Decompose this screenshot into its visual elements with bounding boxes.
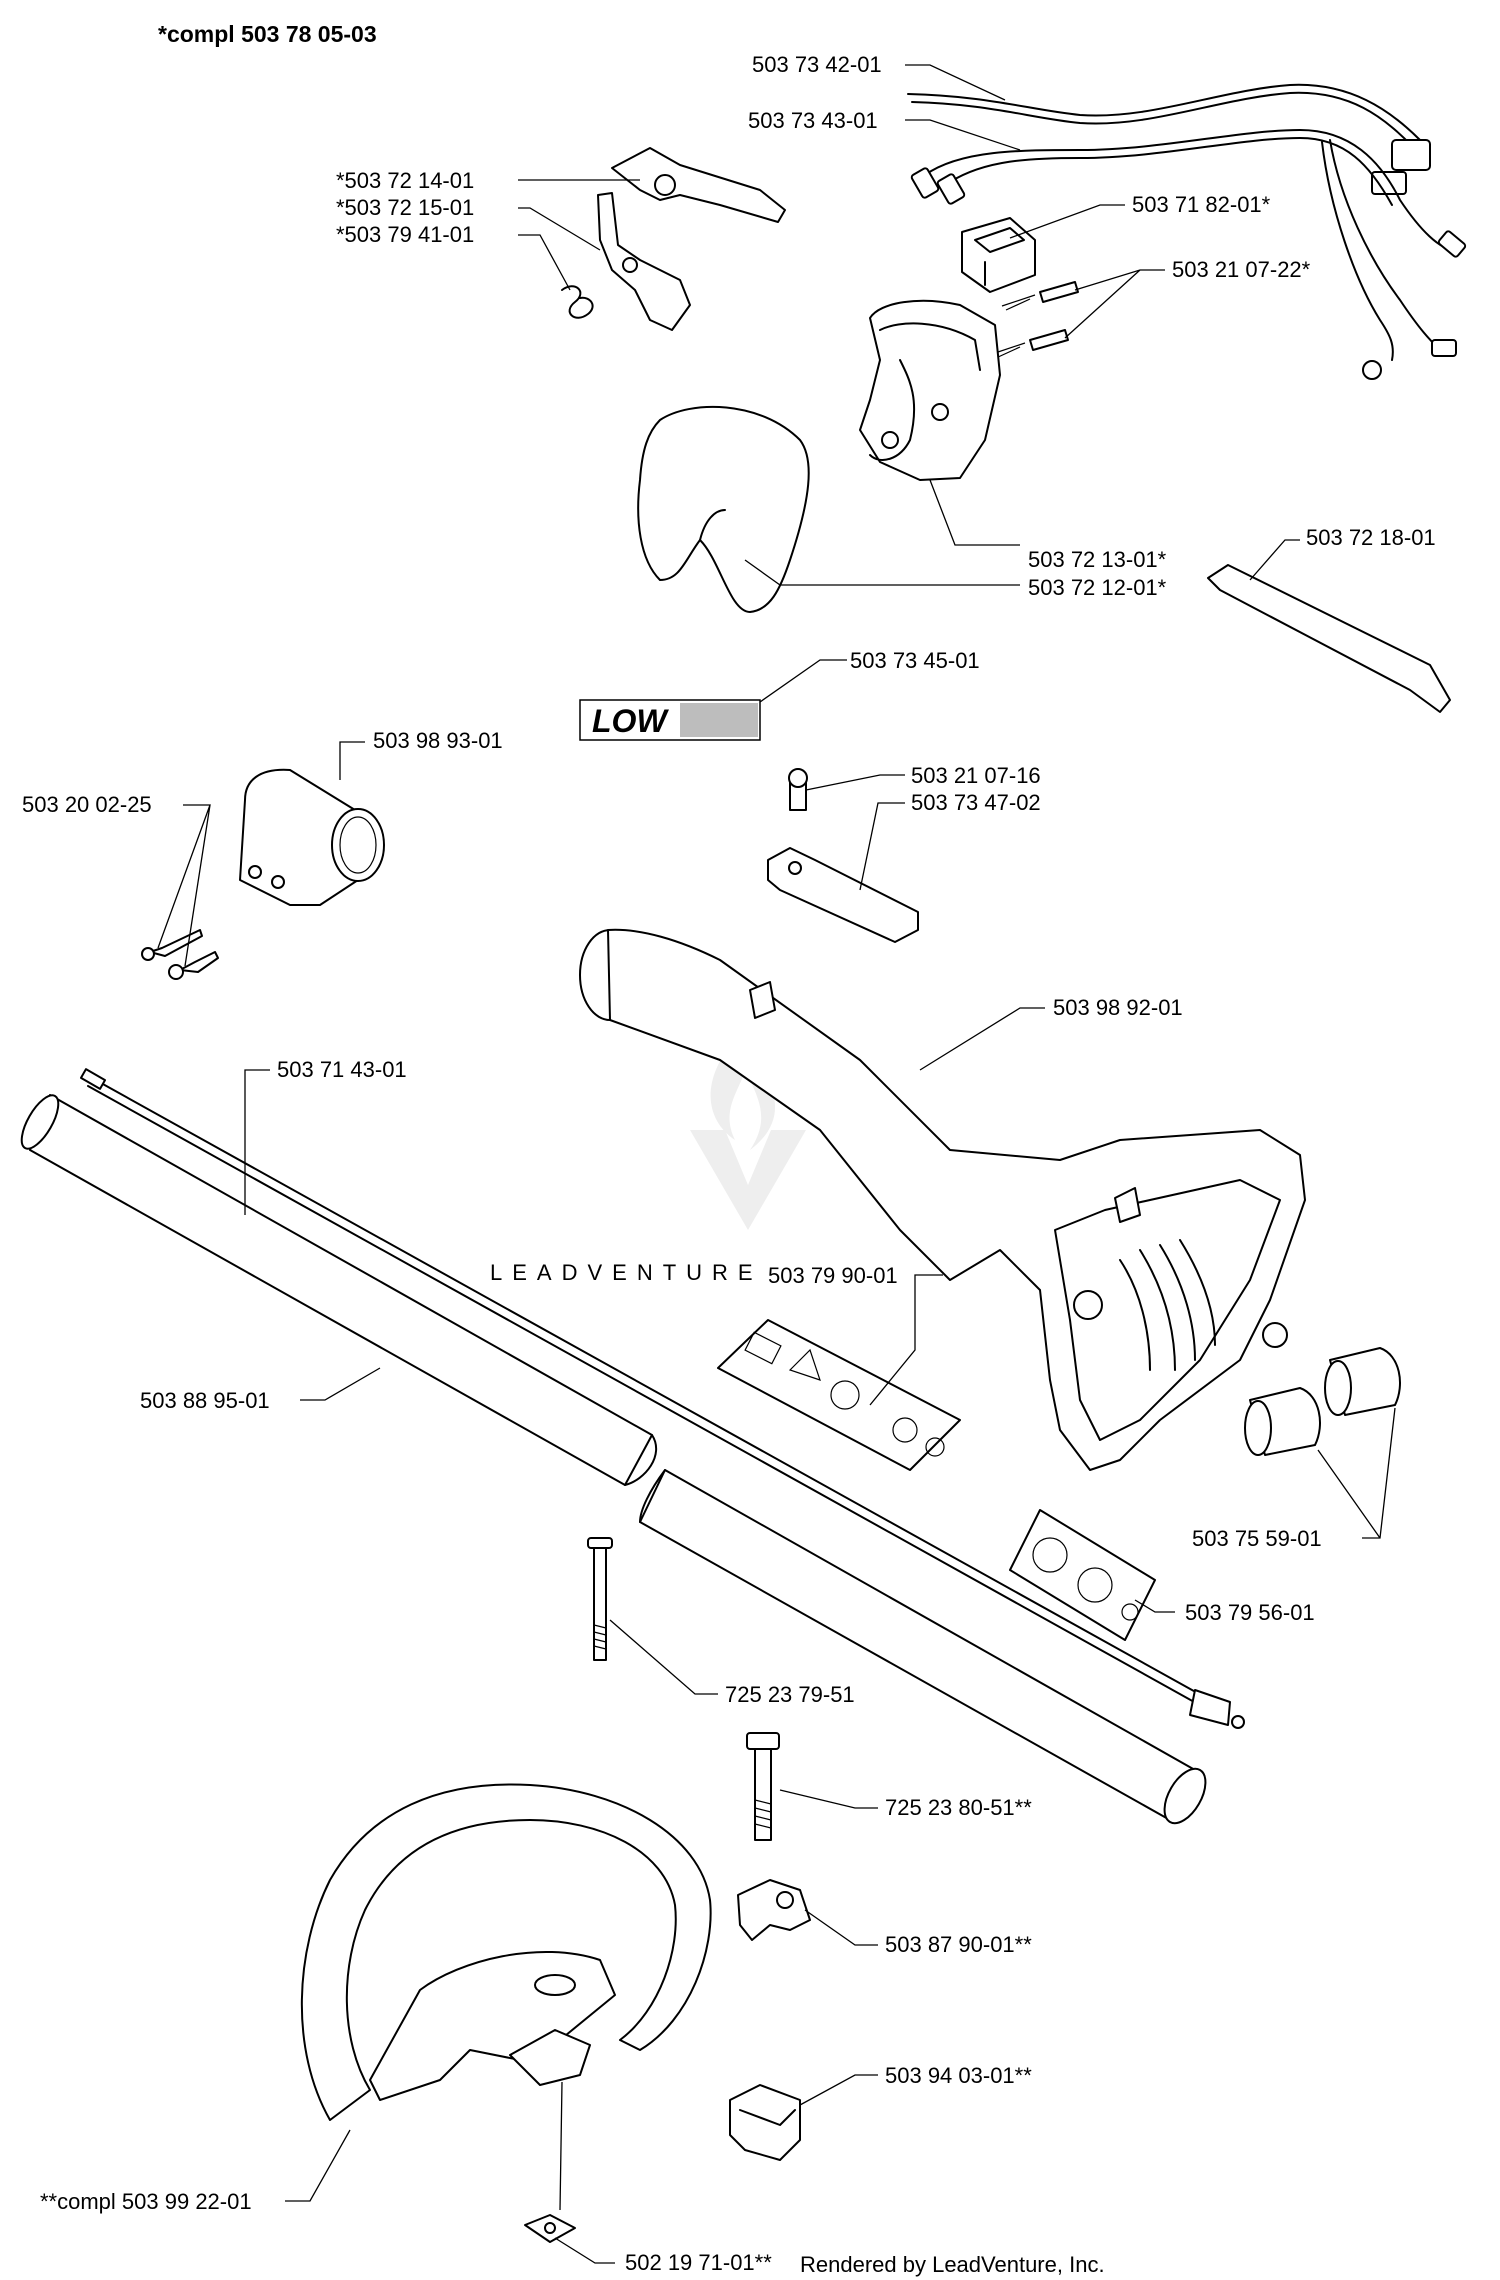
clamp-block-03-01 (729, 2084, 801, 2161)
label-503-79-90-01: 503 79 90-01 (768, 1263, 898, 1288)
label-725-23-80-51: 725 23 80-51** (885, 1795, 1032, 1820)
screw-07-16 (788, 768, 808, 811)
part-labels: 503 73 42-01 503 73 43-01 *503 72 14-01 … (22, 52, 1436, 2275)
label-503-94-03-01: 503 94 03-01** (885, 2063, 1032, 2088)
label-503-75-59-01: 503 75 59-01 (1192, 1526, 1322, 1551)
label-503-72-18-01: 503 72 18-01 (1306, 525, 1436, 550)
label-503-88-95-01: 503 88 95-01 (140, 1388, 270, 1413)
bolt-80-51 (746, 1732, 780, 1841)
throttle-rod-18-01 (1207, 564, 1451, 713)
label-503-73-47-02: 503 73 47-02 (911, 790, 1041, 815)
shaft-tube-88-95 (20, 1094, 1207, 1825)
label-725-23-79-51: 725 23 79-51 (725, 1682, 855, 1707)
leader-lines (157, 64, 1396, 2264)
label-503-98-93-01: 503 98 93-01 (373, 728, 503, 753)
assembly-label: *compl 503 78 05-03 (158, 21, 377, 47)
instruction-decal-79-56 (1009, 1509, 1156, 1641)
bracket-47-02 (767, 847, 919, 943)
watermark-text: LEADVENTURE (490, 1260, 763, 1285)
wire-harness-43 (910, 129, 1467, 380)
label-503-98-92-01: 503 98 92-01 (1053, 995, 1183, 1020)
trigger-spring (561, 285, 594, 319)
wire-harness-42 (907, 83, 1431, 195)
bolt-79-51 (587, 1537, 613, 1661)
label-503-73-43-01: 503 73 43-01 (748, 108, 878, 133)
label-503-72-14-01: *503 72 14-01 (336, 168, 474, 193)
label-503-73-42-01: 503 73 42-01 (752, 52, 882, 77)
label-503-71-82-01: 503 71 82-01* (1132, 192, 1271, 217)
handle-cover-12-01 (637, 405, 810, 613)
handle-housing-13-01 (859, 299, 1001, 481)
label-502-19-71-01: 502 19 71-01** (625, 2250, 772, 2275)
label-503-79-56-01: 503 79 56-01 (1185, 1600, 1315, 1625)
label-503-73-45-01: 503 73 45-01 (850, 648, 980, 673)
drive-shaft-71-43 (79, 1068, 1245, 1729)
label-503-72-15-01: *503 72 15-01 (336, 195, 474, 220)
low-decal-text: LOW (592, 703, 669, 739)
throttle-lever (611, 147, 786, 223)
label-503-21-07-16: 503 21 07-16 (911, 763, 1041, 788)
throttle-trigger (597, 192, 691, 331)
main-housing-98-92 (579, 928, 1306, 1471)
warning-decal-79-90 (717, 1319, 961, 1471)
screw-pair-07-22 (991, 281, 1079, 359)
square-nut-71-01 (524, 2214, 576, 2243)
loop-handle-22-01 (300, 1783, 712, 2121)
wing-nut-90-01 (737, 1879, 811, 1941)
label-503-79-41-01: *503 79 41-01 (336, 222, 474, 247)
label-503-71-43-01: 503 71 43-01 (277, 1057, 407, 1082)
label-503-72-13-01: 503 72 13-01* (1028, 547, 1167, 572)
end-caps-75-59 (1244, 1347, 1401, 1456)
label-compl-503-99-22-01: **compl 503 99 22-01 (40, 2189, 252, 2214)
label-503-72-12-01: 503 72 12-01* (1028, 575, 1167, 600)
watermark-v-icon (690, 1130, 806, 1230)
sleeve-98-93 (141, 768, 385, 980)
label-503-21-07-22: 503 21 07-22* (1172, 257, 1311, 282)
label-503-87-90-01: 503 87 90-01** (885, 1932, 1032, 1957)
stop-switch (961, 217, 1036, 293)
render-credit: Rendered by LeadVenture, Inc. (800, 2252, 1105, 2277)
low-decal: LOW (579, 699, 761, 741)
label-503-20-02-25: 503 20 02-25 (22, 792, 152, 817)
